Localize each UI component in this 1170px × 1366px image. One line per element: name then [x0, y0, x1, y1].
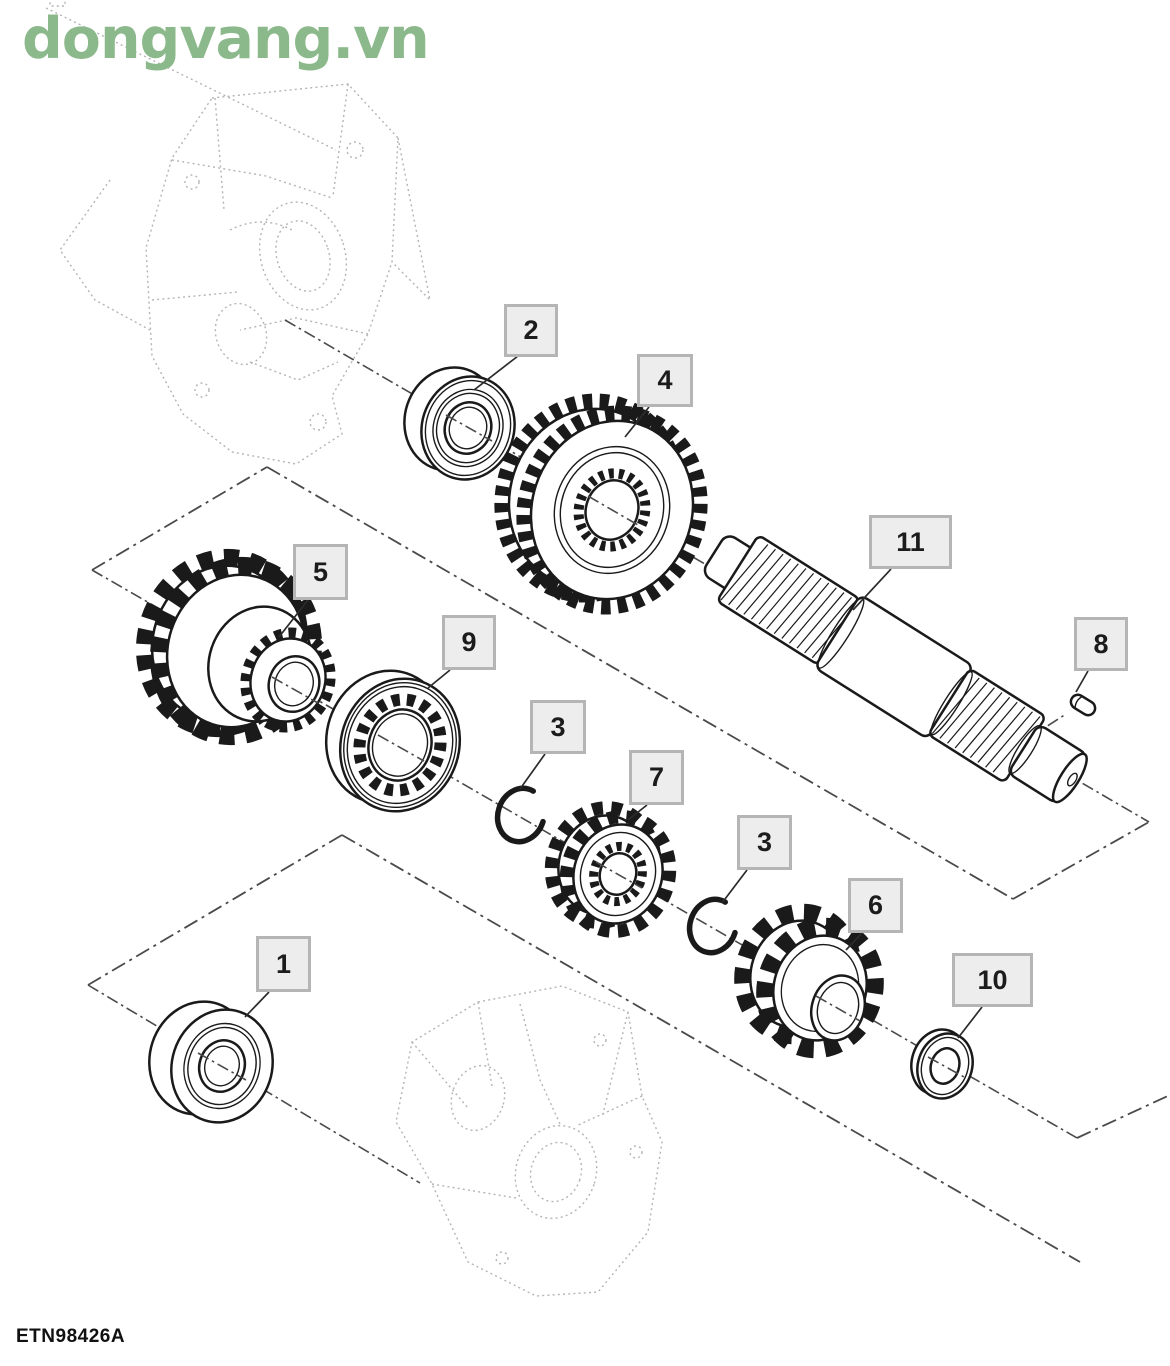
phantom-boundary-line	[1076, 1093, 1170, 1139]
leader-line-4	[624, 406, 650, 438]
callout-number: 11	[896, 526, 925, 557]
leader-line-5	[278, 599, 309, 638]
callout-number: 9	[461, 627, 477, 657]
callout-9[interactable]: 9	[442, 615, 496, 670]
shaft-spline-hatching	[931, 677, 1041, 773]
callout-number: 3	[550, 711, 566, 742]
leader-line-11	[852, 568, 892, 611]
leader-line-8	[1075, 670, 1089, 693]
phantom-boundary-lines	[87, 466, 1170, 1263]
housing-ghost-top	[45, 0, 432, 465]
callout-number: 3	[756, 827, 773, 857]
part-2-bearing	[403, 366, 516, 481]
housing-ghost-bottom	[395, 985, 663, 1297]
callout-number: 7	[648, 762, 665, 792]
part-10-washer	[910, 1028, 974, 1100]
figure-code: ETN98426A	[16, 1326, 126, 1347]
phantom-boundary-line	[91, 466, 268, 571]
callout-number: 6	[867, 890, 884, 920]
callout-3a[interactable]: 3	[530, 700, 586, 754]
part-8-key	[1069, 693, 1097, 717]
callout-number: 4	[657, 365, 673, 395]
phantom-boundary-line	[87, 834, 343, 986]
callout-8[interactable]: 8	[1074, 617, 1128, 671]
callout-number: 5	[312, 556, 329, 587]
part-1-bearing	[148, 1000, 274, 1124]
phantom-boundary-line	[1012, 821, 1150, 900]
leader-line-2	[473, 355, 519, 391]
callout-number: 2	[523, 315, 539, 345]
leader-line-10	[957, 1006, 983, 1039]
watermark: dongvang.vn	[22, 6, 430, 72]
part-5-gear	[135, 548, 336, 746]
part-9-synchronizer-sleeve	[324, 669, 462, 813]
phantom-boundary-line	[341, 834, 1081, 1263]
callout-2[interactable]: 2	[504, 304, 558, 357]
callout-5[interactable]: 5	[293, 544, 348, 600]
callout-number: 10	[977, 964, 1008, 995]
leader-line-3a	[519, 753, 546, 790]
callout-10[interactable]: 10	[952, 953, 1033, 1007]
phantom-boundary-line	[266, 466, 1014, 900]
callout-11[interactable]: 11	[869, 515, 952, 569]
part-3-snap-ring	[494, 785, 548, 845]
callout-7[interactable]: 7	[629, 750, 684, 805]
callout-number: 1	[275, 948, 292, 979]
callout-6[interactable]: 6	[848, 878, 903, 933]
leader-line-7	[627, 804, 648, 821]
axis-centerline-lower-row	[87, 984, 421, 1184]
part-3-snap-ring	[686, 896, 740, 956]
part-11-shaft	[703, 535, 1088, 804]
callout-3b[interactable]: 3	[737, 815, 792, 870]
leader-line-3b	[721, 869, 748, 904]
bore-centerline-segments	[197, 414, 965, 1081]
callout-1[interactable]: 1	[256, 936, 311, 992]
leader-line-1	[244, 991, 270, 1018]
leader-line-9	[427, 669, 451, 689]
leader-line-6	[845, 932, 863, 951]
callout-number: 8	[1093, 628, 1109, 659]
part-6-gear	[734, 903, 884, 1059]
callout-4[interactable]: 4	[637, 354, 693, 407]
leader-lines	[244, 355, 1089, 1039]
